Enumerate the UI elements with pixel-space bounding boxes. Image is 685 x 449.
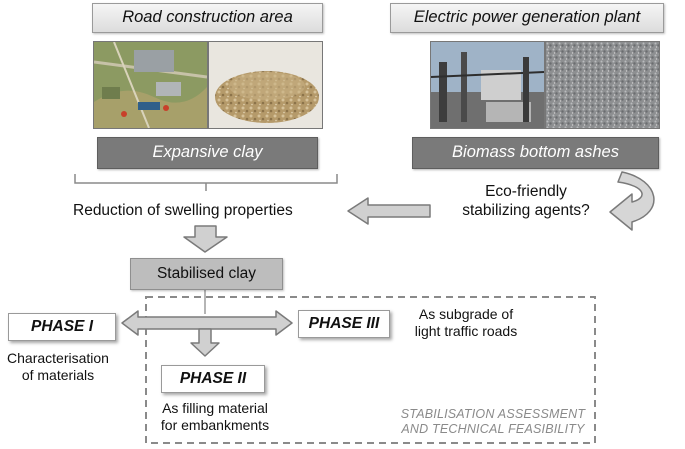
phase-3-desc-line-1: As subgrade of xyxy=(418,306,514,322)
bottom-ash-photo xyxy=(545,41,660,129)
stabilised-clay-box: Stabilised clay xyxy=(130,258,283,290)
assessment-region xyxy=(145,296,596,444)
phase-3-description: As subgrade of light traffic roads xyxy=(396,306,536,340)
eco-line-2: stabilizing agents? xyxy=(462,202,590,219)
aerial-map-image xyxy=(94,42,207,128)
phase-2-desc-line-1: As filling material xyxy=(162,400,268,416)
down-arrow-stabilised xyxy=(183,225,228,253)
clay-sample-photo xyxy=(208,41,323,129)
phase-1-description: Characterisation of materials xyxy=(2,350,114,384)
phase-1-desc-line-1: Characterisation xyxy=(7,350,109,366)
double-arrow xyxy=(121,310,293,336)
clay-sample-image xyxy=(209,42,322,128)
aerial-map-photo xyxy=(93,41,208,129)
power-plant-image xyxy=(431,42,544,128)
phase-2-description: As filling material for embankments xyxy=(150,400,280,434)
clay-bracket xyxy=(74,174,338,191)
phase-1-desc-line-2: of materials xyxy=(21,367,95,383)
power-plant-photo xyxy=(430,41,545,129)
bottom-ash-image xyxy=(546,42,659,128)
eco-line-1: Eco-friendly xyxy=(485,183,567,200)
road-construction-header: Road construction area xyxy=(92,3,323,33)
curved-arrow xyxy=(609,171,655,231)
phase-3-desc-line-2: light traffic roads xyxy=(414,323,518,339)
eco-friendly-label: Eco-friendly stabilizing agents? xyxy=(436,182,616,220)
down-arrow-phase2 xyxy=(190,328,220,357)
phase-1-box: PHASE I xyxy=(8,313,116,341)
assessment-note: STABILISATION ASSESSMENT AND TECHNICAL F… xyxy=(395,407,591,437)
phase-2-desc-line-2: for embankments xyxy=(160,417,270,433)
reduction-label: Reduction of swelling properties xyxy=(73,202,293,219)
power-plant-header: Electric power generation plant xyxy=(390,3,664,33)
assessment-line-1: STABILISATION ASSESSMENT xyxy=(400,407,586,421)
phase-2-box: PHASE II xyxy=(161,365,265,393)
phase-3-box: PHASE III xyxy=(298,310,390,338)
expansive-clay-box: Expansive clay xyxy=(97,137,318,169)
biomass-ashes-box: Biomass bottom ashes xyxy=(412,137,659,169)
assessment-line-2: AND TECHNICAL FEASIBILITY xyxy=(401,422,585,436)
left-arrow-eco xyxy=(347,197,431,225)
